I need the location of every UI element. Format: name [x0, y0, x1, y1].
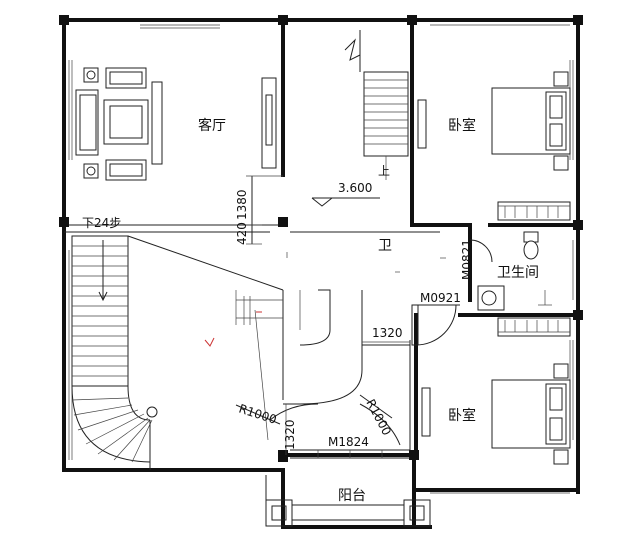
- wardrobe-bottom: [497, 317, 571, 337]
- stair-down-label: 下24步: [82, 216, 121, 230]
- bedroom-bottom-label: 卧室: [448, 407, 476, 424]
- door-m1824: M1824: [328, 435, 369, 449]
- lower-stair: [71, 235, 158, 470]
- bedroom-top-label: 卧室: [448, 117, 476, 134]
- sofa-set: [75, 67, 163, 181]
- balcony-structure: [265, 475, 431, 527]
- bed-top: [491, 71, 571, 171]
- dim-1380: 1380: [235, 189, 249, 220]
- level-marker: [311, 197, 380, 207]
- level-text: 3.600: [338, 181, 372, 195]
- accent-marks: [204, 252, 446, 347]
- bathroom-fixtures: [477, 231, 552, 311]
- living-room-label: 客厅: [198, 117, 226, 134]
- door-m1824-symbol: [290, 449, 410, 459]
- curved-walls: [235, 394, 401, 446]
- stair-up-label: 上: [378, 164, 390, 178]
- radius-right: R1000: [363, 397, 394, 438]
- balcony-label: 阳台: [338, 488, 366, 504]
- corridor-lines: [127, 235, 410, 441]
- bed-bottom: [491, 363, 571, 465]
- bathroom-label: 卫生间: [497, 265, 539, 281]
- door-swing-bathroom: [469, 239, 493, 263]
- wardrobe-top: [497, 201, 571, 221]
- door-m0921: M0921: [420, 291, 461, 305]
- dimension-lines: [246, 175, 283, 245]
- dim-1320-h: 1320: [372, 326, 403, 340]
- interior-walls: [62, 18, 580, 457]
- door-bottom-bedroom: [421, 387, 431, 437]
- radius-left: R1000: [237, 402, 278, 427]
- tv-cabinet: [261, 77, 277, 169]
- dim-1320-lines: [285, 341, 410, 455]
- toilet-short-label: 卫: [378, 238, 392, 254]
- door-top-bedroom: [417, 99, 427, 149]
- upper-stair: [344, 30, 409, 180]
- door-m0921-symbol: [411, 304, 460, 346]
- dim-420: 420: [235, 222, 249, 245]
- door-m0821: M0821: [460, 239, 474, 280]
- dim-1320-v: 1320: [283, 419, 297, 450]
- columns: [59, 15, 583, 462]
